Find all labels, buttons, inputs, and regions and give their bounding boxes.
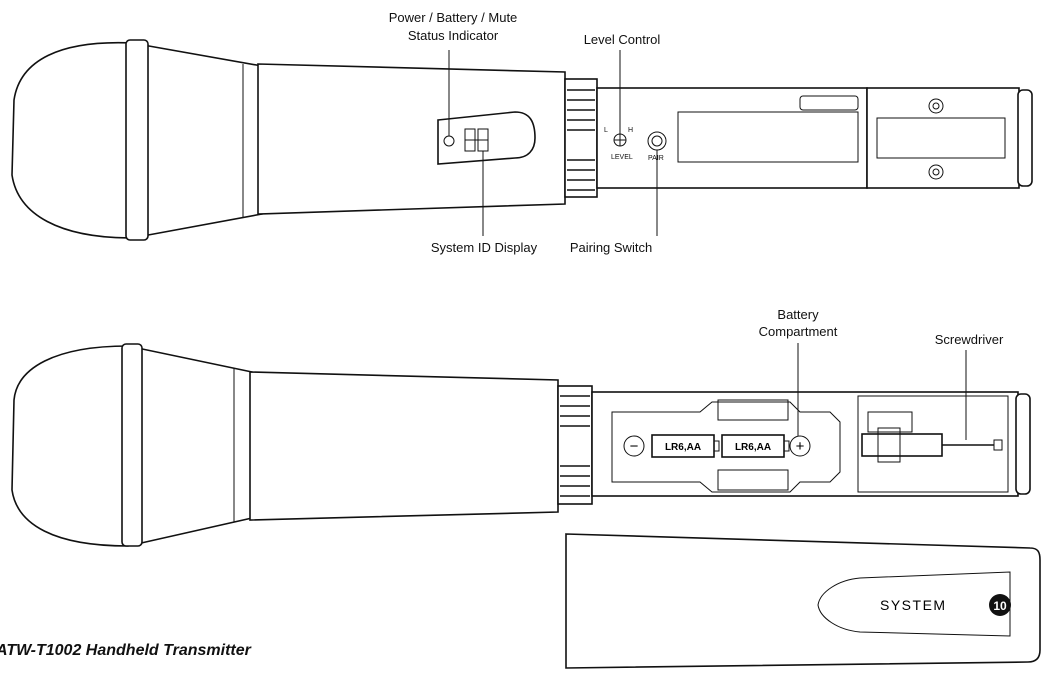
battery-1-label: LR6,AA <box>665 442 701 453</box>
screw-lower <box>928 164 944 180</box>
minus-symbol: − <box>630 438 639 455</box>
bottom-transmitter: LR6,AA LR6,AA − + Battery Compartment Sc… <box>11 307 1031 547</box>
label-battery-2: Compartment <box>759 324 838 339</box>
bottom-end-ring <box>1015 393 1031 495</box>
cover-logo-plate <box>817 571 1011 637</box>
battery-compartment-frame <box>591 391 1019 497</box>
level-text-mark: LEVEL <box>611 154 633 161</box>
top-end-ring <box>1017 89 1033 187</box>
screwdriver-handle <box>861 433 943 457</box>
label-level-control: Level Control <box>584 32 661 47</box>
level-l-mark: L <box>604 127 608 134</box>
label-pairing-switch: Pairing Switch <box>570 240 652 255</box>
top-grille-ring <box>125 39 149 241</box>
screw-upper <box>928 98 944 114</box>
top-cover-window <box>677 111 859 163</box>
label-status-indicator-1: Power / Battery / Mute <box>389 10 518 25</box>
plus-symbol: + <box>796 438 805 455</box>
top-transmitter: L H LEVEL PAIR Power / Battery / Mute St… <box>11 10 1033 255</box>
battery-clip-top <box>717 399 789 421</box>
bottom-handle <box>249 371 559 521</box>
minus-terminal <box>623 435 645 457</box>
battery-clip-bottom <box>717 469 789 491</box>
top-display-panel <box>437 111 536 165</box>
plus-terminal <box>789 435 811 457</box>
battery-2-label: LR6,AA <box>735 442 771 453</box>
label-screwdriver: Screwdriver <box>935 332 1004 347</box>
level-h-mark: H <box>628 127 633 134</box>
label-system-id-display: System ID Display <box>431 240 538 255</box>
label-status-indicator-2: Status Indicator <box>408 28 499 43</box>
top-battery-cover <box>596 87 868 189</box>
cover-brand-logo-number: 10 <box>993 599 1007 613</box>
top-handle <box>257 63 566 215</box>
diagram-caption: ATW-T1002 Handheld Transmitter <box>0 642 251 659</box>
bottom-grille-ring <box>121 343 143 547</box>
pair-text-mark: PAIR <box>648 155 664 162</box>
detached-cover: SYSTEM 10 <box>565 533 1041 669</box>
cover-body <box>565 533 1041 669</box>
screwdriver-bay <box>857 395 1009 493</box>
label-battery-1: Battery <box>777 307 819 322</box>
cover-brand-logo-badge <box>989 594 1011 616</box>
cover-brand-text: SYSTEM <box>880 597 947 613</box>
